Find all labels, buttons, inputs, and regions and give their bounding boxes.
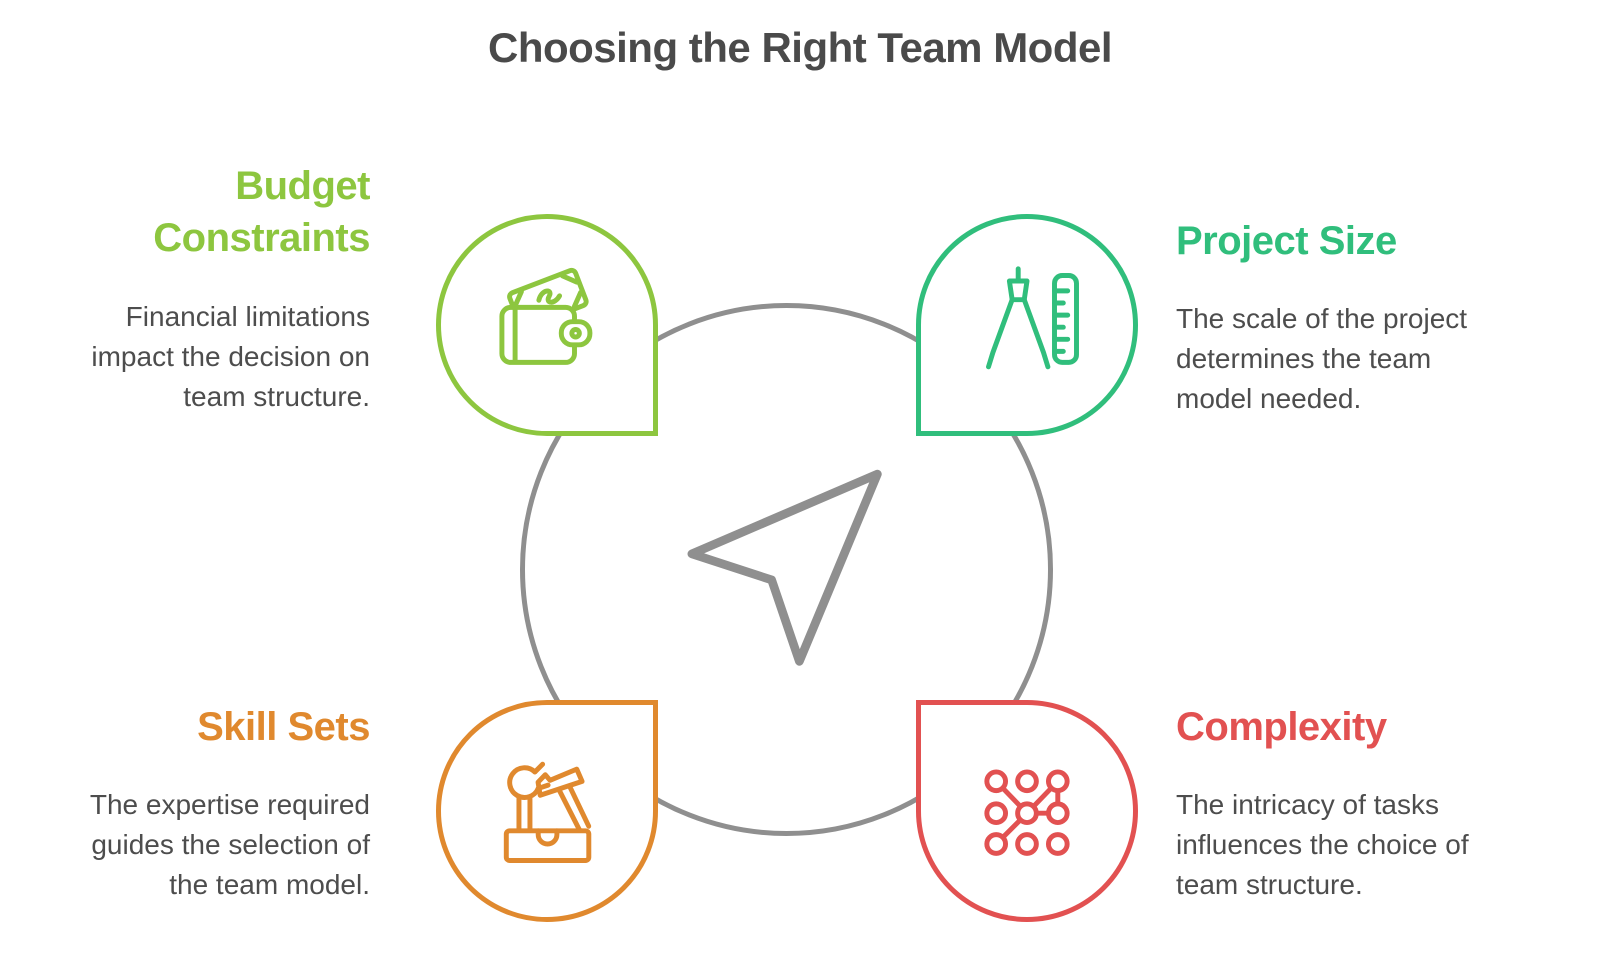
- budget-constraints-description: Financial limitations impact the decisio…: [91, 301, 370, 412]
- center-ring: [520, 303, 1053, 836]
- skill-sets-heading: Skill Sets: [197, 705, 370, 749]
- skill-sets-description: The expertise required guides the select…: [89, 789, 370, 900]
- project-size-description: The scale of the project determines the …: [1176, 303, 1468, 414]
- wallet-money-icon: [499, 267, 593, 365]
- compass-ruler-icon: [986, 266, 1079, 370]
- navigation-arrow-icon: [687, 469, 882, 666]
- complexity-heading: Complexity: [1176, 705, 1387, 749]
- project-size-badge: [916, 214, 1138, 436]
- toolbox-tools-icon: [503, 761, 592, 863]
- complexity-badge: [916, 700, 1138, 922]
- budget-constraints-badge: [436, 214, 658, 436]
- budget-constraints-heading: Budget Constraints: [153, 164, 370, 260]
- skill-sets-badge: [436, 700, 658, 922]
- network-nodes-icon: [984, 769, 1070, 856]
- complexity-description: The intricacy of tasks influences the ch…: [1176, 789, 1469, 900]
- project-size-heading: Project Size: [1176, 219, 1397, 263]
- page-title: Choosing the Right Team Model: [487, 24, 1113, 71]
